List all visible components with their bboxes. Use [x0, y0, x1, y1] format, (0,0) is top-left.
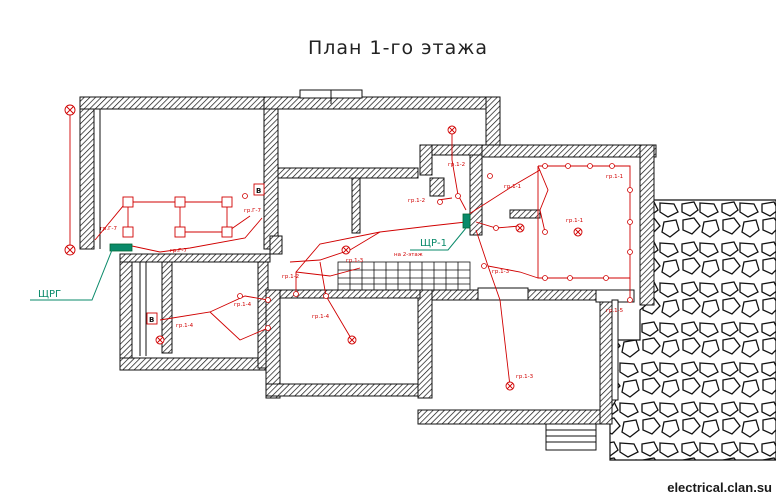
panel-shchr1: ЩР-1 [410, 213, 471, 251]
group-label: на 2-этаж [394, 252, 423, 258]
group-label: гр.1-1 [606, 174, 623, 180]
staircase [337, 261, 471, 291]
group-label: гр.Г-7 [170, 248, 187, 254]
fixture-right-side [515, 223, 525, 233]
group-label: гр.1-1 [566, 218, 583, 224]
watermark: electrical.clan.su [667, 480, 772, 495]
group-label: гр.1-2 [408, 198, 425, 204]
group-label: гр.1-4 [312, 314, 330, 320]
group-label: гр.1-4 [234, 302, 252, 308]
group-label: гр.1-4 [176, 323, 194, 329]
group-label: гр.Г-7 [100, 226, 117, 232]
fixture-right-room [573, 227, 583, 237]
group-label: гр.1-3 [346, 258, 364, 264]
group-label: гр.1-2 [448, 162, 465, 168]
group-label: гр.Г-7 [244, 208, 261, 214]
light-fixtures [64, 104, 583, 391]
fixture-central-lower [347, 335, 357, 345]
fixture-outdoor-top [64, 104, 76, 116]
fixture-upper-middle [447, 125, 457, 135]
group-label: гр.1-3 [516, 374, 534, 380]
group-label: гр.1-1 [504, 184, 521, 190]
walls [79, 96, 657, 425]
ceiling-lights [122, 196, 233, 238]
panel-label-shchr1: ЩР-1 [420, 238, 447, 249]
page-title: План 1-го этажа [308, 37, 488, 59]
wiring [69, 110, 631, 387]
group-labels: гр.Г-7 гр.Г-7 гр.Г-7 гр.1-4 гр.1-4 гр.1-… [100, 162, 624, 380]
stone-paving [609, 199, 776, 461]
wall-outlines [93, 89, 635, 451]
fixture-outdoor-bottom [64, 244, 76, 256]
fixture-central [341, 245, 351, 255]
room-mark: В [256, 187, 261, 195]
group-label: гр.1-5 [606, 308, 624, 314]
group-label: гр.1-2 [282, 274, 299, 280]
group-label: гр.1-3 [492, 269, 510, 275]
room-mark: В [149, 316, 154, 324]
outlets [237, 163, 633, 331]
room-marks: В В [146, 183, 265, 325]
panel-shchrg: ЩРГ [30, 243, 133, 301]
panel-label-shchrg: ЩРГ [38, 289, 61, 300]
fixture-lower-left [155, 335, 165, 345]
fixture-right-lower [505, 381, 515, 391]
